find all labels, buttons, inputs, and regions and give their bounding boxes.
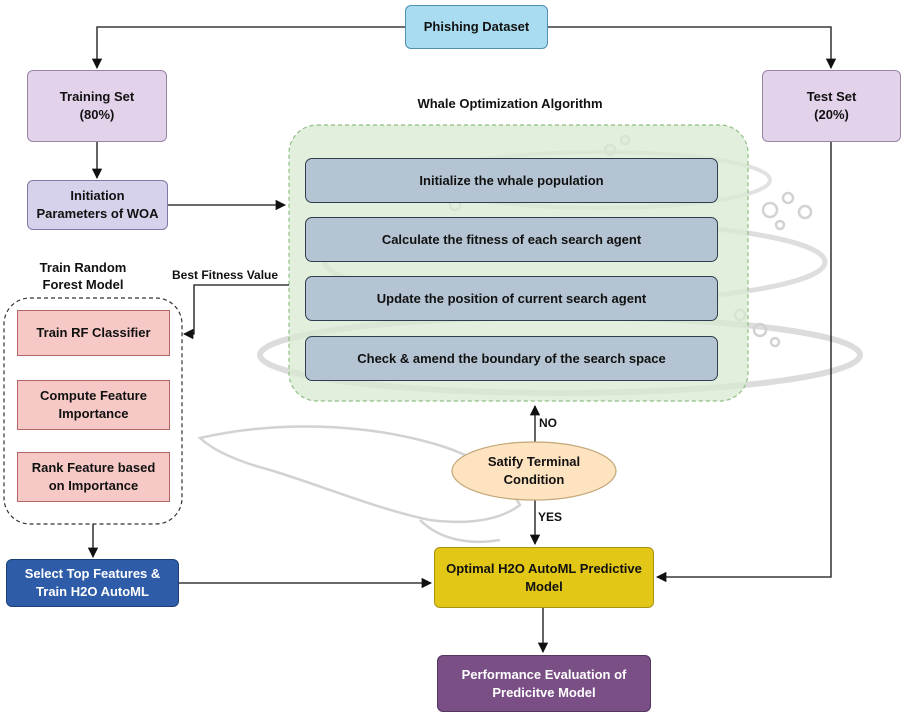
initiation-parameters-node: Initiation Parameters of WOA [27,180,168,230]
woa-step-update: Update the position of current search ag… [305,276,718,321]
initiation-label-line1: Initiation [70,188,125,204]
yes-label: YES [538,510,563,524]
woa-step-initialize: Initialize the whale population [305,158,718,203]
terminal-condition-node: Satify Terminal Condition [455,445,613,497]
performance-line1: Performance Evaluation of [461,666,627,682]
woa-title: Whale Optimization Algorithm [417,96,603,111]
rf-step-train: Train RF Classifier [17,310,170,356]
terminal-line2: Condition [503,472,565,487]
rf-title: Train Random Forest Model [8,260,158,294]
woa-step-boundary: Check & amend the boundary of the search… [305,336,718,381]
optimal-line1: Optimal H2O AutoML Predictive [446,560,642,576]
optimal-model-node: Optimal H2O AutoML Predictive Model [434,547,654,608]
select-features-node: Select Top Features & Train H2O AutoML [6,559,179,607]
rf-step-compute-line2: Importance [58,406,129,421]
rf-step-train-label: Train RF Classifier [36,325,151,341]
terminal-line1: Satify Terminal [487,454,581,470]
rf-title-line1: Train Random [39,260,127,275]
rf-step-rank-line2: on Importance [48,478,139,493]
rf-step-compute-line1: Compute Feature [40,388,147,404]
training-set-percent: (80%) [79,107,115,122]
rf-title-line2: Forest Model [42,276,124,292]
woa-step-fitness: Calculate the fitness of each search age… [305,217,718,262]
select-features-line2: Train H2O AutoML [36,584,149,599]
test-set-percent: (20%) [814,107,849,122]
edge-woa-rf [182,284,289,340]
test-set-node: Test Set (20%) [762,70,901,142]
rf-step-compute: Compute Feature Importance [17,380,170,430]
training-set-label: Training Set [59,89,135,105]
optimal-line2: Model [525,578,563,594]
phishing-dataset-label: Phishing Dataset [423,19,530,35]
performance-evaluation-node: Performance Evaluation of Predicitve Mod… [437,655,651,712]
training-set-node: Training Set (80%) [27,70,167,142]
edge-test-optimal [655,142,832,583]
select-features-line1: Select Top Features & [24,566,161,582]
test-set-label: Test Set [806,89,857,105]
performance-line2: Predicitve Model [492,684,596,700]
initiation-label-line2: Parameters of WOA [36,206,159,221]
rf-step-rank-line1: Rank Feature based [31,460,156,476]
edge-dataset-training [91,26,405,70]
best-fitness-label: Best Fitness Value [172,268,279,282]
edge-dataset-test [548,26,837,70]
rf-step-rank: Rank Feature based on Importance [17,452,170,502]
phishing-dataset-node: Phishing Dataset [405,5,548,49]
terminal-ellipse [451,441,617,501]
no-label: NO [539,416,557,430]
